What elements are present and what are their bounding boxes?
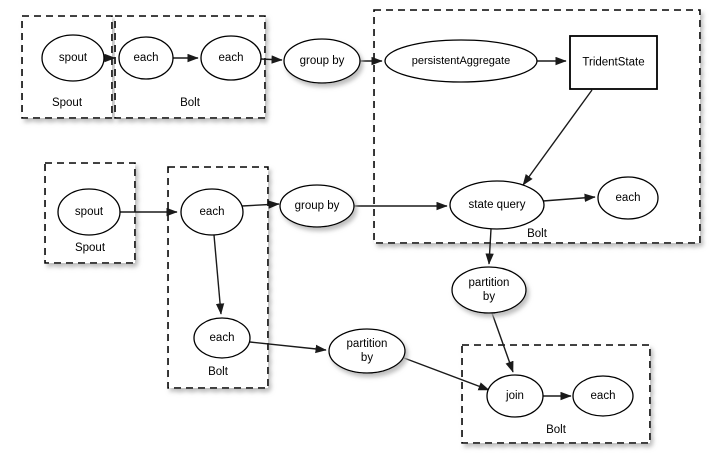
node-each-top-1[interactable]: each (118, 36, 174, 80)
node-shape (180, 188, 244, 236)
node-shape (451, 266, 527, 314)
node-shape (193, 317, 251, 359)
node-shape (597, 176, 659, 220)
edge-trident-state-to-state-query (522, 89, 593, 186)
node-label: partition (469, 277, 510, 289)
node-label: each (210, 332, 235, 344)
node-label: state query (469, 199, 526, 211)
node-each-mid-2[interactable]: each (193, 317, 251, 359)
node-label: persistentAggregate (412, 55, 510, 67)
node-group-by-mid[interactable]: group by (279, 184, 355, 228)
node-label: each (616, 192, 641, 204)
node-label: each (219, 52, 244, 64)
node-each-bottom[interactable]: each (572, 375, 634, 417)
node-shape (279, 184, 355, 228)
node-shape (486, 374, 544, 418)
node-label: by (361, 352, 373, 364)
node-label: group by (295, 200, 340, 212)
node-label: each (200, 206, 225, 218)
group-label: Bolt (180, 97, 201, 109)
node-shape (200, 35, 262, 81)
edge-each-mid-2-to-partition-lower (249, 341, 327, 354)
node-shape (328, 328, 406, 374)
node-shape (384, 39, 538, 83)
node-label: group by (300, 55, 345, 67)
edge-each-mid-to-each-mid-2 (213, 234, 225, 315)
group-label: Bolt (208, 366, 229, 378)
node-spout-mid[interactable]: spout (57, 188, 121, 236)
edge-state-query-to-each-right (542, 193, 596, 202)
group-label: Bolt (546, 424, 567, 436)
node-shape (569, 35, 658, 90)
edge-partition-upper-to-join (491, 312, 514, 373)
edge-each-2-to-group-by (260, 55, 283, 64)
node-shape (57, 188, 121, 236)
group-label: Bolt (527, 228, 548, 240)
group-label: Spout (75, 242, 106, 254)
node-each-mid-1[interactable]: each (180, 188, 244, 236)
node-shape (283, 38, 361, 84)
node-label: by (483, 291, 495, 303)
node-partition-by-lower[interactable]: partition by (328, 328, 406, 374)
group-label: Spout (52, 97, 83, 109)
nodes-layer: spout each each group by persistentAggregate… (41, 34, 659, 418)
edge-partition-lower-to-join (403, 357, 490, 391)
node-shape (572, 375, 634, 417)
node-trident-state[interactable]: TridentState (569, 35, 658, 90)
node-label: each (134, 52, 159, 64)
edge-state-query-to-partition-upper (485, 228, 494, 265)
node-shape (118, 36, 174, 80)
node-label: each (591, 390, 616, 402)
node-persistent-aggregate[interactable]: persistentAggregate (384, 39, 538, 83)
node-spout-top[interactable]: spout (41, 34, 105, 82)
node-each-right[interactable]: each (597, 176, 659, 220)
node-label: spout (75, 206, 104, 218)
node-each-top-2[interactable]: each (200, 35, 262, 81)
node-label: partition (347, 338, 388, 350)
edge-each-mid-to-group-by (241, 200, 280, 209)
node-state-query[interactable]: state query (449, 180, 545, 230)
node-shape (449, 180, 545, 230)
node-label: join (505, 390, 524, 402)
node-label: TridentState (582, 57, 644, 69)
node-partition-by-upper[interactable]: partition by (451, 266, 527, 314)
node-group-by-top[interactable]: group by (283, 38, 361, 84)
edges-layer (104, 53, 596, 401)
node-label: spout (59, 52, 88, 64)
node-shape (41, 34, 105, 82)
node-join[interactable]: join (486, 374, 544, 418)
